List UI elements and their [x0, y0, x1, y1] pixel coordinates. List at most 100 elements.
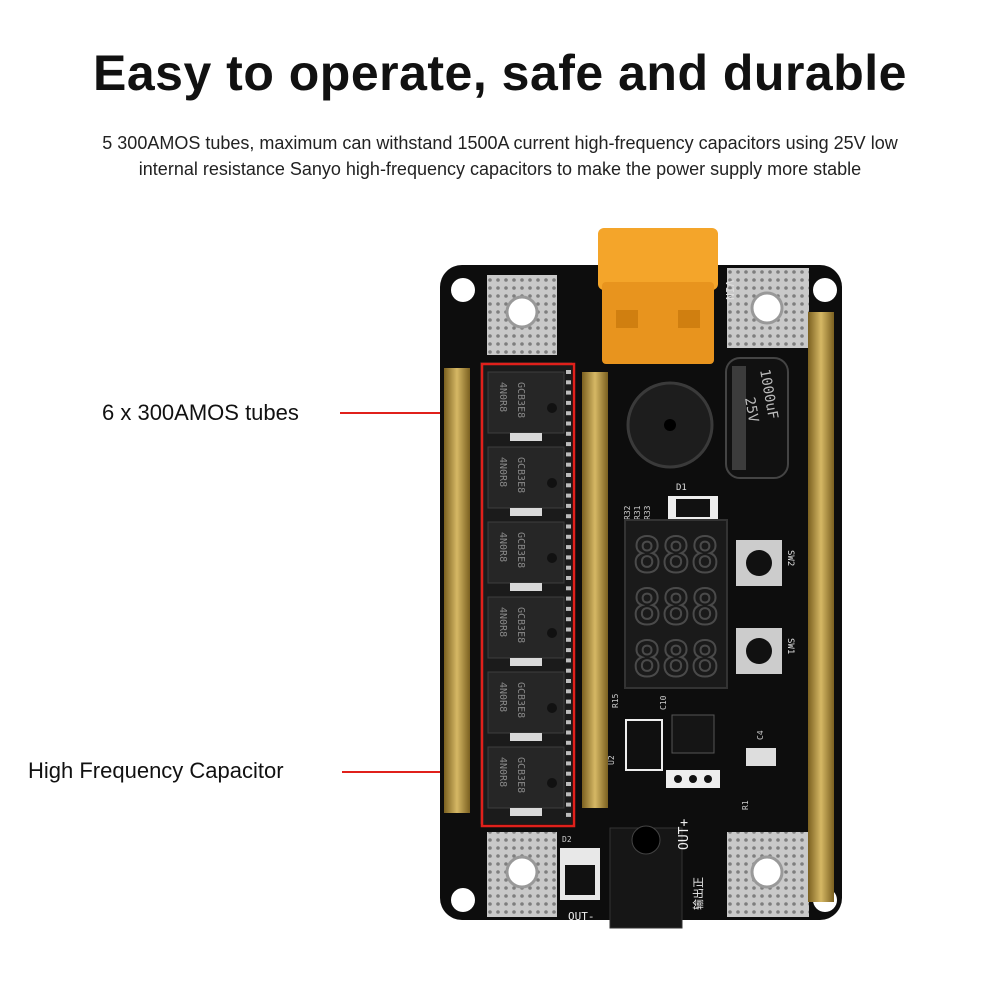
- display-row-1: 888: [633, 528, 720, 584]
- mos-pin: [566, 462, 571, 467]
- capacitor-voltage: 25V: [741, 396, 761, 424]
- seven-segment-display: [624, 519, 728, 689]
- svg-text:U2: U2: [607, 755, 616, 765]
- mos-pin: [566, 586, 571, 591]
- mos-pin: [566, 658, 571, 663]
- mos-pin: [566, 534, 571, 539]
- bus-bar-right: [808, 312, 834, 902]
- svg-text:R33: R33: [643, 505, 652, 520]
- callout-capacitor-label: High Frequency Capacitor: [28, 758, 284, 783]
- mos-tube-marking: 4N0R8: [497, 757, 508, 787]
- mos-tube-tab: [510, 733, 542, 741]
- mos-pin: [566, 720, 571, 725]
- mos-pin: [566, 637, 571, 642]
- mos-pin: [566, 545, 571, 550]
- callout-capacitor-line: [342, 771, 486, 773]
- display-row-3: 888: [633, 632, 720, 688]
- mos-pin: [566, 411, 571, 416]
- xt60-connector: [598, 228, 718, 290]
- mos-tube-marking: 4N0R8: [497, 682, 508, 712]
- mos-tube: [487, 446, 565, 509]
- mos-pin: [566, 400, 571, 405]
- mos-tube-marking: 4N0R8: [497, 607, 508, 637]
- mos-tube-dot: [547, 403, 557, 413]
- mount-hole-bottom-left: [451, 888, 475, 912]
- mos-pin: [566, 668, 571, 673]
- mos-pin: [566, 370, 571, 374]
- mos-tube-dot: [547, 628, 557, 638]
- vin-label: VIN-: [723, 280, 736, 307]
- mos-pin: [566, 524, 571, 529]
- mos-tube-tab: [510, 508, 542, 516]
- svg-text:R32: R32: [623, 505, 632, 520]
- mos-tube: [487, 671, 565, 734]
- mos-pin: [566, 596, 571, 601]
- mos-pin: [566, 380, 571, 385]
- mos-pin: [566, 771, 571, 776]
- mos-tube-code: GCB3E8: [515, 382, 526, 418]
- mos-pin: [566, 812, 571, 817]
- mos-tube-tab: [510, 583, 542, 591]
- mos-pin: [566, 730, 571, 735]
- mos-pin: [566, 648, 571, 653]
- mos-tube: [487, 746, 565, 809]
- svg-text:C10: C10: [659, 695, 668, 710]
- callout-mos-tubes-line: [340, 412, 486, 414]
- display-row-2: 888: [633, 580, 720, 636]
- svg-text:SW2: SW2: [785, 550, 795, 566]
- page-title: Easy to operate, safe and durable: [93, 45, 907, 101]
- mos-tube-dot: [547, 778, 557, 788]
- mos-pin: [566, 709, 571, 714]
- capacitor-c4: [746, 748, 776, 766]
- svg-text:D1: D1: [676, 483, 687, 493]
- mos-pin: [566, 782, 571, 786]
- mos-tube-marking: 4N0R8: [497, 457, 508, 487]
- svg-text:R15: R15: [611, 693, 620, 708]
- callout-mos-tubes-label: 6 x 300AMOS tubes: [102, 400, 299, 425]
- mos-tube-tab: [510, 658, 542, 666]
- mos-tube-code: GCB3E8: [515, 757, 526, 793]
- mos-pin: [566, 503, 571, 508]
- mos-tube-marking: 4N0R8: [497, 382, 508, 412]
- svg-text:D2: D2: [562, 835, 572, 844]
- mos-pin: [566, 792, 571, 797]
- mos-pin: [566, 576, 571, 580]
- mos-pin: [566, 679, 571, 683]
- mos-pin: [566, 390, 571, 395]
- out-cn-label: 输出正: [691, 877, 705, 910]
- bus-bar-middle: [582, 372, 608, 808]
- mos-pin: [566, 606, 571, 611]
- mos-tube-code: GCB3E8: [515, 532, 526, 568]
- mos-tube-dot: [547, 703, 557, 713]
- mos-pin: [566, 473, 571, 477]
- mos-tube-dot: [547, 478, 557, 488]
- mos-pin: [566, 421, 571, 426]
- mos-tube-code: GCB3E8: [515, 607, 526, 643]
- bus-bar-left: [444, 368, 470, 813]
- mount-hole-top-right: [813, 278, 837, 302]
- mos-pin: [566, 431, 571, 436]
- mos-pin: [566, 617, 571, 622]
- mount-hole-top-left: [451, 278, 475, 302]
- out-plus-label: OUT+: [677, 819, 692, 850]
- mos-tube-tab: [510, 433, 542, 441]
- mos-tube-dot: [547, 553, 557, 563]
- mos-tube-code: GCB3E8: [515, 682, 526, 718]
- mos-pin: [566, 442, 571, 447]
- svg-text:R31: R31: [633, 505, 642, 520]
- mos-highlight-box: [480, 362, 576, 828]
- mos-pin: [566, 751, 571, 756]
- mos-pin: [566, 740, 571, 745]
- mos-pin: [566, 699, 571, 704]
- mos-tube-tab: [510, 808, 542, 816]
- ic-chip: [671, 714, 715, 754]
- mos-tube: [487, 371, 565, 434]
- svg-text:SW1: SW1: [785, 638, 795, 654]
- mos-tube-marking: 4N0R8: [497, 532, 508, 562]
- mos-pin: [566, 565, 571, 570]
- mos-pin: [566, 483, 571, 488]
- mos-pin: [566, 514, 571, 519]
- svg-text:R1: R1: [741, 800, 750, 810]
